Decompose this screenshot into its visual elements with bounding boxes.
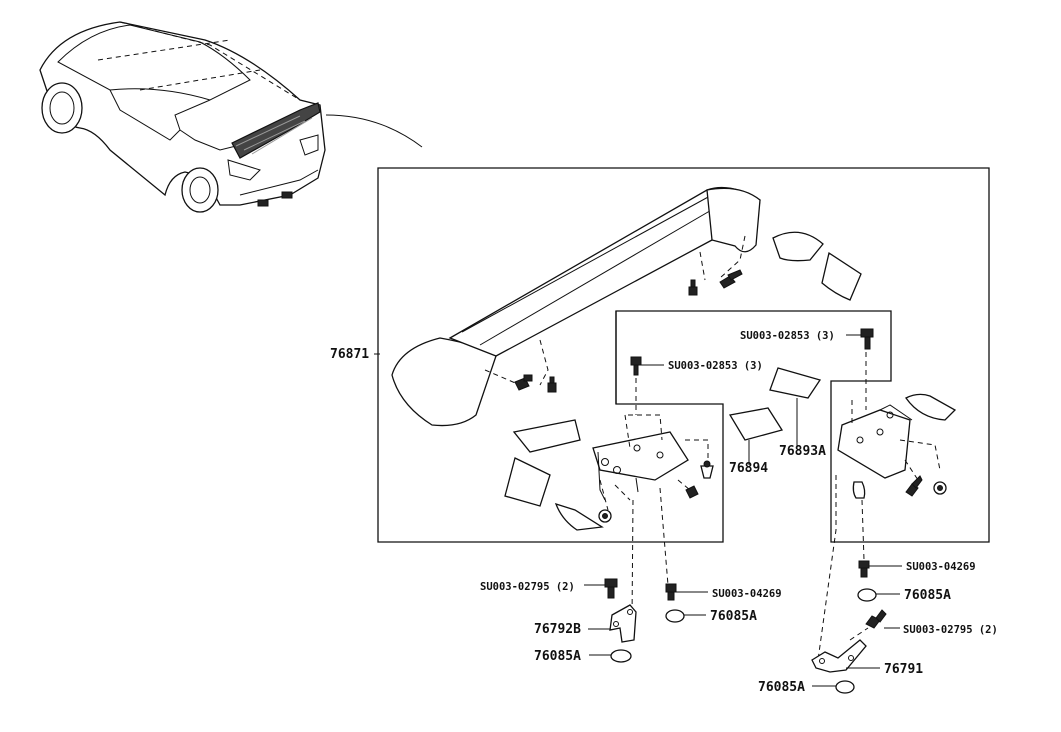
- washer-76085a: [857, 588, 877, 602]
- label-su003-02795-right: SU003-02795 (2): [903, 624, 998, 636]
- label-su003-02795-left: SU003-02795 (2): [480, 581, 575, 593]
- pad: [554, 502, 604, 531]
- label-76893a: 76893A: [779, 444, 826, 459]
- clip: [700, 460, 714, 479]
- spoiler-bolt: [688, 279, 698, 296]
- label-su003-04269-right: SU003-04269: [906, 561, 976, 573]
- label-76085a-left-1: 76085A: [710, 609, 757, 624]
- label-su003-04269-left: SU003-04269: [712, 588, 782, 600]
- clip: [852, 481, 866, 499]
- bolt-su003-02853-left: [630, 356, 664, 415]
- bolt-su003-02795-right: [865, 609, 900, 629]
- nut: [598, 509, 612, 523]
- pad: [772, 231, 824, 262]
- washer-76085a: [610, 649, 632, 663]
- assembly-line: [631, 499, 634, 621]
- bolt-su003-04269-right: [858, 560, 902, 578]
- bolt-su003-02853-right: [846, 328, 874, 410]
- washer-76085a: [665, 609, 685, 623]
- label-76791: 76791: [884, 662, 923, 677]
- bolt: [905, 475, 923, 497]
- pad: [512, 419, 581, 453]
- car-illustration: [39, 21, 423, 213]
- pad-76893a: [769, 367, 822, 399]
- pad-76894: [728, 407, 784, 441]
- label-76085a-right-1: 76085A: [904, 588, 951, 603]
- label-76085a-left-2: 76085A: [534, 649, 581, 664]
- spoiler-bolt: [547, 376, 557, 393]
- bolt: [685, 485, 699, 499]
- pad: [821, 251, 862, 301]
- main-frame: [377, 167, 990, 543]
- bracket-76791: [811, 627, 880, 673]
- pad: [504, 457, 551, 507]
- bolt-su003-02795-left: [584, 578, 618, 599]
- spoiler-bolt: [719, 269, 743, 289]
- label-76792b: 76792B: [534, 622, 581, 637]
- label-76085a-right-2: 76085A: [758, 680, 805, 695]
- bracket-76792b: [588, 604, 637, 643]
- label-76871: 76871: [330, 347, 369, 362]
- stay-right: [837, 400, 941, 481]
- label-76894: 76894: [729, 461, 768, 476]
- label-su003-02853-left: SU003-02853 (3): [668, 360, 763, 372]
- pad: [905, 393, 957, 421]
- assembly-line: [659, 487, 669, 586]
- rear-spoiler: [391, 186, 761, 427]
- nut: [933, 481, 947, 495]
- stay-left: [592, 414, 709, 511]
- washer-76085a: [835, 680, 855, 694]
- assembly-line: [817, 475, 837, 661]
- label-su003-02853-right: SU003-02853 (3): [740, 330, 835, 342]
- bolt-su003-04269-left: [665, 583, 708, 601]
- spoiler-bolt: [514, 374, 533, 391]
- assembly-line: [861, 499, 865, 561]
